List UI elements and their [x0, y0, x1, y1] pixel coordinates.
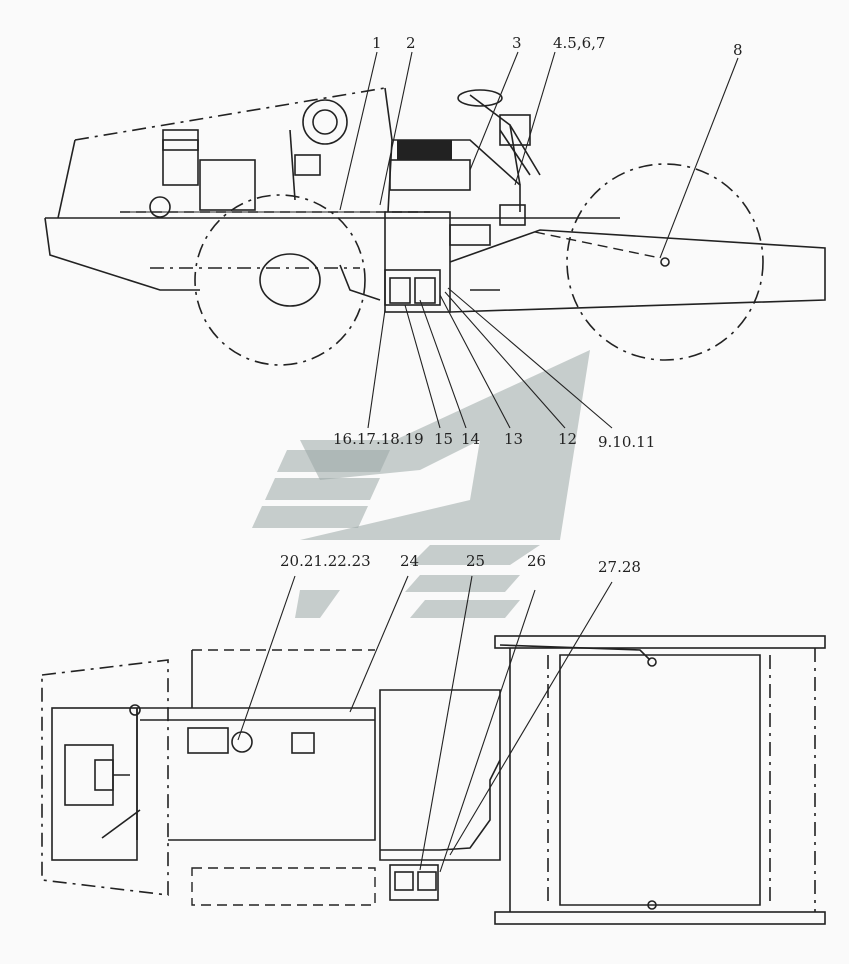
side-view: [44, 87, 826, 366]
bottom-leaders: [237, 575, 613, 873]
callout-26: 26: [527, 552, 546, 570]
callout-16-19: 16.17.18.19: [333, 430, 424, 448]
callout-25: 25: [466, 552, 485, 570]
callout-2: 2: [406, 34, 416, 52]
callout-15: 15: [434, 430, 453, 448]
callout-4-7: 4.5,6,7: [553, 34, 605, 52]
callout-20-23: 20.21.22.23: [280, 552, 371, 570]
top-view: [41, 635, 826, 925]
callout-12: 12: [558, 430, 577, 448]
callout-9-11: 9.10.11: [598, 433, 655, 451]
callout-24: 24: [400, 552, 419, 570]
callout-13: 13: [504, 430, 523, 448]
callout-14: 14: [461, 430, 480, 448]
top-leaders: [339, 51, 739, 429]
watermark-logo: [252, 350, 590, 618]
callout-8: 8: [733, 41, 743, 59]
callout-1: 1: [372, 34, 382, 52]
callout-3: 3: [512, 34, 522, 52]
callout-27-28: 27.28: [598, 558, 641, 576]
